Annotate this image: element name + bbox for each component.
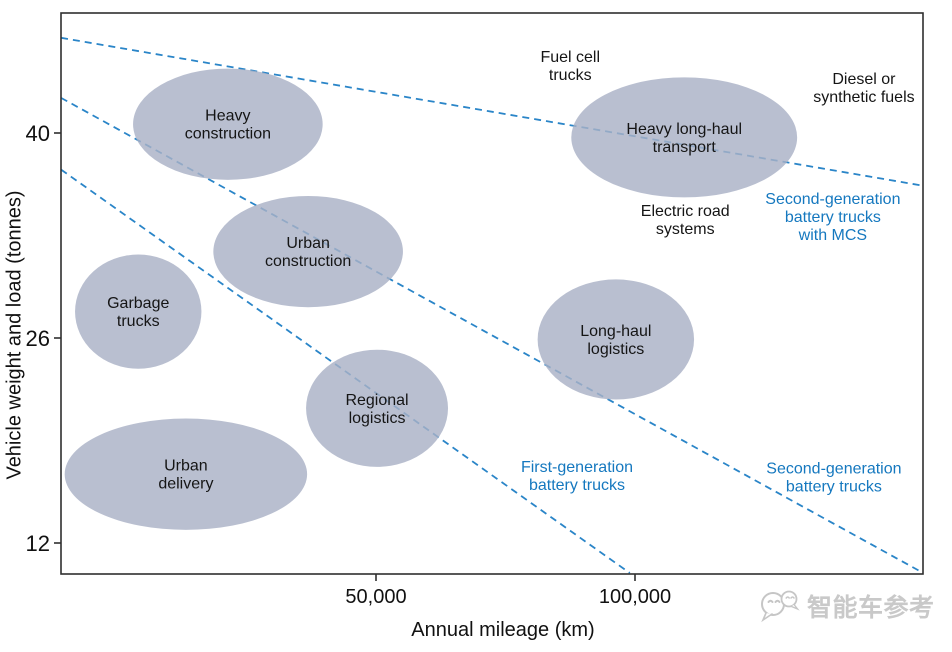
y-axis-title: Vehicle weight and load (tonnes) [3,190,26,480]
y-tick-label-26: 26 [26,326,50,351]
bubble-regional-logistics [306,349,449,467]
bubble-long-haul-logistics [537,279,695,400]
plot-border [60,12,924,575]
bubble-urban-construction [213,195,403,308]
bubble-heavy-long-haul-transport [571,77,798,198]
x-tick-label-100000: 100,000 [599,586,671,608]
watermark-text: 智能车参考 [807,594,935,622]
boundary-line-second-gen-battery-mcs [60,97,923,574]
x-tick-label-50000: 50,000 [345,586,406,608]
watermark: 智能车参考 [758,588,935,624]
x-axis-title: Annual mileage (km) [411,619,595,641]
bubble-heavy-construction [133,68,323,180]
y-tick-label-40: 40 [26,121,50,146]
bubble-urban-delivery [64,418,308,530]
bubble-garbage-trucks [75,254,202,369]
boundary-line-fuel-cell-vs-diesel [60,36,924,187]
wechat-icon [761,590,800,623]
y-tick-label-12: 12 [26,531,50,556]
